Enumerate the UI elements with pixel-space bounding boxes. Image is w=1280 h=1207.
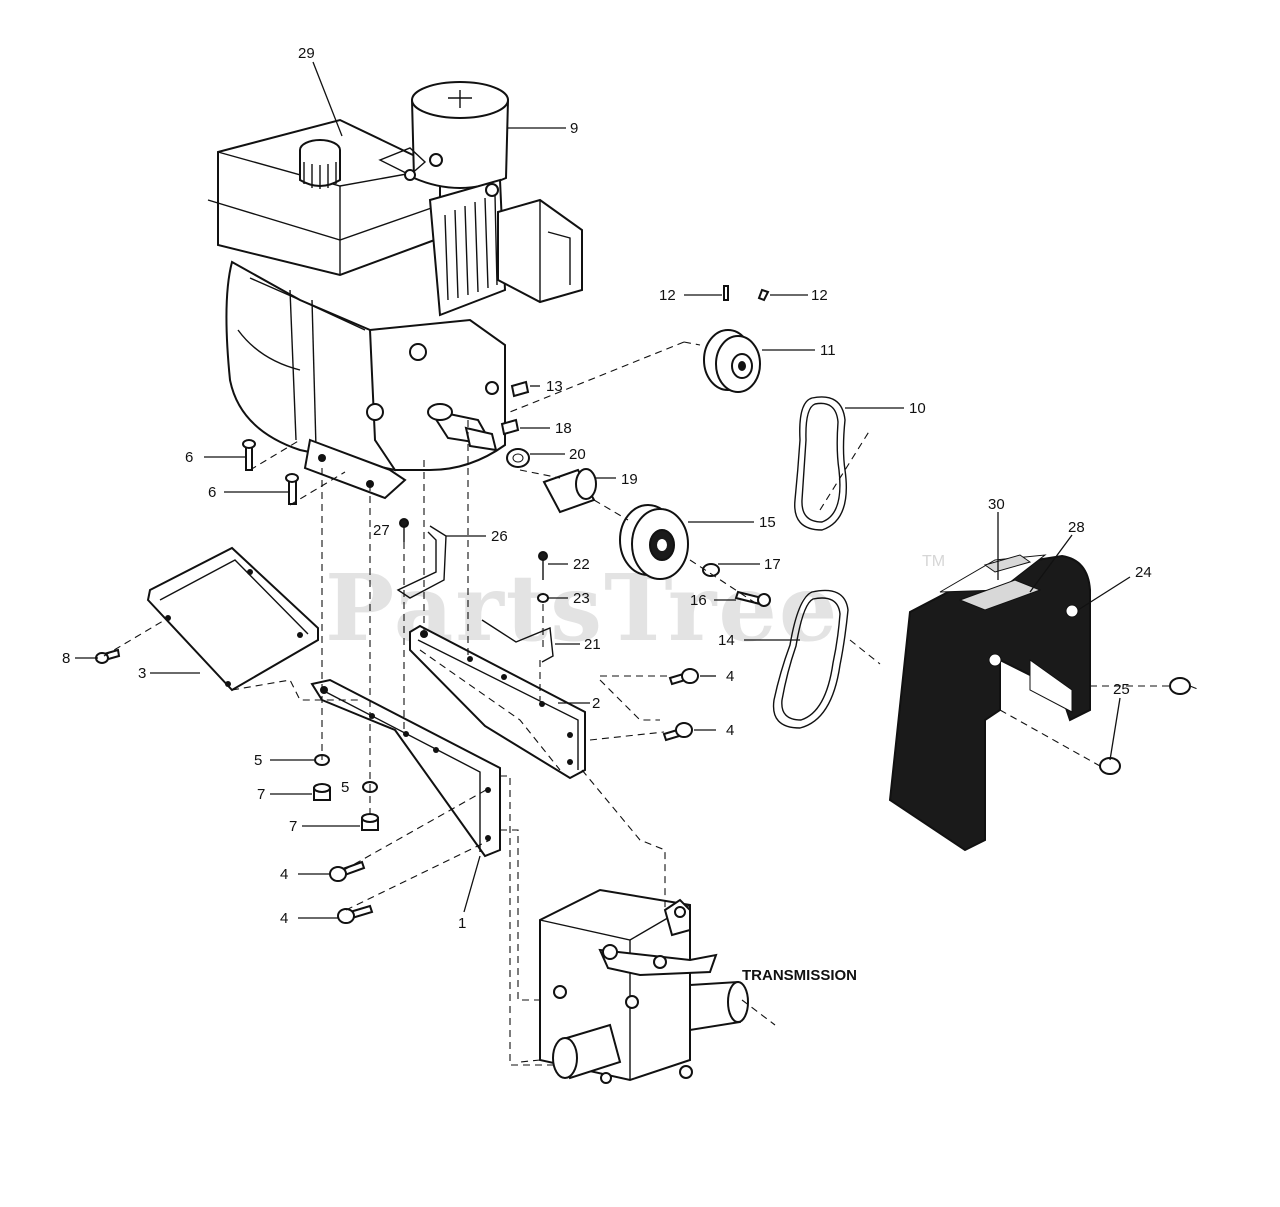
bracket-2 [409,624,586,780]
label-4d: 4 [280,910,288,927]
label-3: 3 [138,665,146,682]
label-19: 19 [621,471,638,488]
label-1: 1 [458,915,466,932]
label-17: 17 [764,556,781,573]
belt-14 [772,589,849,729]
label-26: 26 [491,528,508,545]
label-24: 24 [1135,564,1152,581]
label-6b: 6 [208,484,216,501]
label-8: 8 [62,650,70,667]
label-25: 25 [1113,681,1130,698]
label-10: 10 [909,400,926,417]
label-7a: 7 [257,786,265,803]
label-2: 2 [592,695,600,712]
label-29: 29 [298,45,315,62]
label-7b: 7 [289,818,297,835]
key-13 [510,380,530,398]
label-14: 14 [718,632,735,649]
label-transmission: TRANSMISSION [742,967,857,984]
leader-lines [75,61,1201,1066]
label-11: 11 [820,342,836,359]
watermark-tm: TM [922,553,945,570]
label-12b: 12 [811,287,828,304]
label-20: 20 [569,446,586,463]
label-5a: 5 [254,752,262,769]
label-13: 13 [546,378,563,395]
label-23: 23 [573,590,590,607]
belt-guard-24 [888,554,1091,852]
label-6a: 6 [185,449,193,466]
transmission [539,888,749,1084]
label-9: 9 [570,120,578,137]
label-27: 27 [373,522,390,539]
washer-17 [702,563,720,577]
bracket-1 [310,678,501,858]
engine [207,81,583,500]
label-22: 22 [573,556,590,573]
rod-21 [481,619,554,663]
label-30: 30 [988,496,1005,513]
pulley-15 [619,504,689,580]
label-12a: 12 [659,287,676,304]
key-18 [500,418,520,436]
label-16: 16 [690,592,707,609]
label-4c: 4 [280,866,288,883]
part-labels: 29 9 12 12 11 10 13 18 20 19 15 6 6 27 2… [62,45,1152,984]
label-4b: 4 [726,722,734,739]
label-21: 21 [584,636,601,653]
label-4a: 4 [726,668,734,685]
label-15: 15 [759,514,776,531]
label-5b: 5 [341,779,349,796]
label-28: 28 [1068,519,1085,536]
label-18: 18 [555,420,572,437]
belt-10 [794,396,847,531]
engine-pulley-11 [703,329,761,393]
